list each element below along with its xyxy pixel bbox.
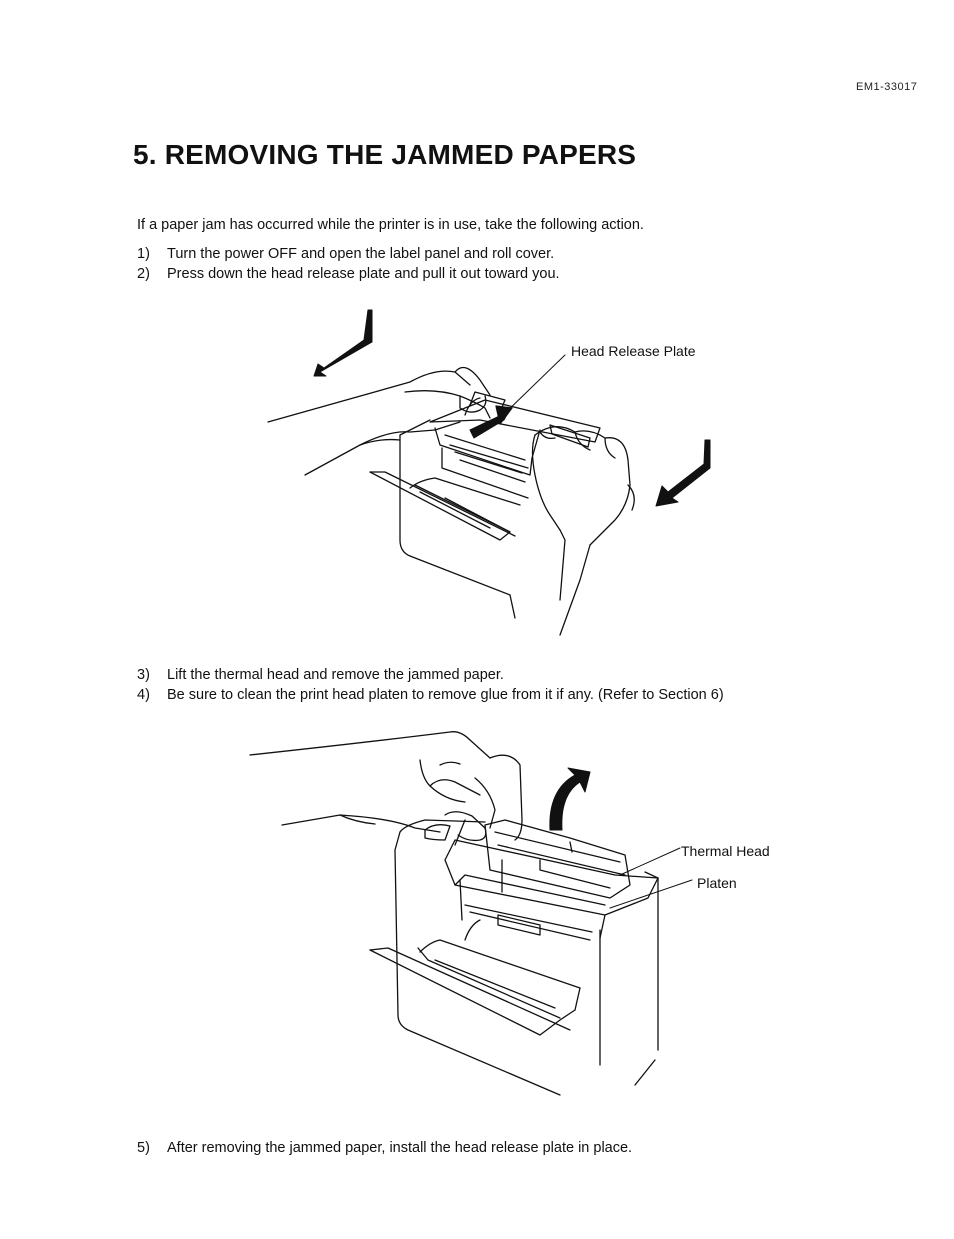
step-1: 1) Turn the power OFF and open the label … <box>137 246 554 262</box>
step-number: 2) <box>137 266 150 282</box>
step-text: Be sure to clean the print head platen t… <box>167 687 724 703</box>
step-text: Turn the power OFF and open the label pa… <box>167 246 555 262</box>
document-code: EM1-33017 <box>856 81 918 93</box>
step-number: 5) <box>137 1140 150 1156</box>
callout-thermal-head: Thermal Head <box>681 843 770 859</box>
step-number: 3) <box>137 667 150 683</box>
page-title: 5. REMOVING THE JAMMED PAPERS <box>133 139 637 170</box>
step-number: 4) <box>137 687 150 703</box>
figure-thermal-head-illustration <box>240 720 700 1105</box>
step-3: 3) Lift the thermal head and remove the j… <box>137 667 504 683</box>
callout-head-release-plate: Head Release Plate <box>571 343 696 359</box>
step-text: Lift the thermal head and remove the jam… <box>167 667 504 683</box>
step-number: 1) <box>137 246 150 262</box>
callout-platen: Platen <box>697 875 737 891</box>
step-2: 2) Press down the head release plate and … <box>137 266 560 282</box>
step-text: Press down the head release plate and pu… <box>167 266 560 282</box>
intro-text: If a paper jam has occurred while the pr… <box>137 217 644 233</box>
step-text: After removing the jammed paper, install… <box>167 1140 633 1156</box>
step-5: 5) After removing the jammed paper, insta… <box>137 1140 632 1156</box>
figure-head-release-illustration <box>260 300 730 640</box>
step-4: 4) Be sure to clean the print head platen… <box>137 687 724 703</box>
